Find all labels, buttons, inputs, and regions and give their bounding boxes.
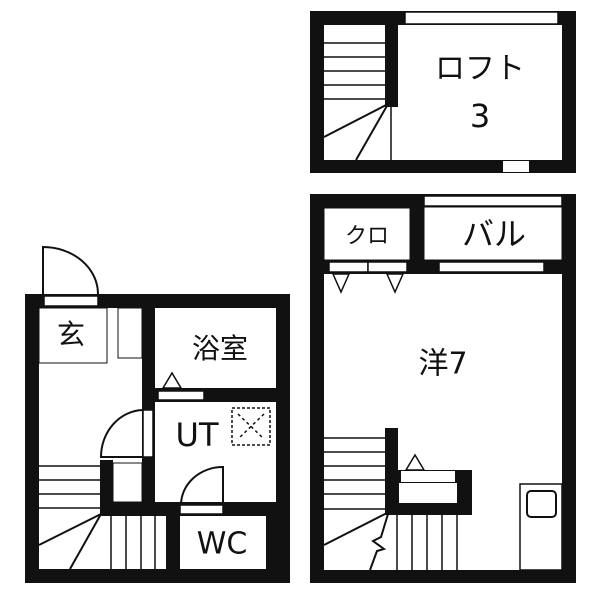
loft-label: ロフト [435, 52, 525, 87]
loft-stair-wall [385, 25, 398, 107]
interior-wall [100, 460, 113, 510]
ground-floor-plan: 玄 浴室 UT WC [25, 245, 290, 583]
closet-label: クロ [345, 224, 389, 249]
toilet [180, 516, 266, 569]
interior-wall [166, 516, 180, 569]
shoe-cabinet [117, 307, 143, 359]
stair-marker-icon [404, 453, 426, 471]
washer-space-icon [231, 407, 271, 446]
closet-door-marker-icon [385, 273, 405, 294]
bathroom-label: 浴室 [192, 332, 248, 365]
closet-door-left[interactable] [328, 261, 369, 273]
toilet-door[interactable] [179, 504, 224, 515]
room-stairs [323, 428, 472, 571]
utility-door-swing [99, 409, 144, 458]
western-room-label: 洋7 [418, 347, 467, 382]
entrance-door-swing [42, 245, 99, 295]
toilet-label: WC [197, 527, 248, 562]
loft-opening [503, 161, 529, 172]
interior-wall [142, 308, 155, 508]
entrance-door[interactable] [43, 295, 99, 307]
balcony-window[interactable] [438, 261, 545, 273]
closet-door-right[interactable] [367, 261, 408, 273]
loft-floor [324, 25, 562, 160]
entrance [38, 307, 108, 364]
balcony [423, 206, 563, 261]
storage [112, 462, 143, 503]
loft-size: 3 [470, 97, 490, 135]
bathroom-door-marker-icon [161, 371, 183, 389]
toilet-door-swing [180, 465, 224, 506]
kitchen-sink-icon [526, 490, 557, 518]
break-line [369, 513, 389, 571]
bathroom-door[interactable] [157, 390, 205, 401]
balcony-label: バル [462, 215, 526, 253]
closet [323, 207, 411, 261]
entrance-label: 玄 [57, 318, 85, 351]
loft-window [404, 11, 559, 25]
ground-stairs [38, 465, 156, 570]
closet-door-marker-icon [331, 273, 351, 294]
western-room-plan: クロ バル 洋7 [310, 194, 576, 583]
loft-stairs [323, 42, 392, 161]
interior-wall [266, 516, 276, 569]
utility-label: UT [176, 416, 219, 454]
utility-door[interactable] [142, 409, 154, 458]
loft-plan: ロフト 3 [310, 11, 576, 173]
balcony-rail [423, 195, 563, 207]
